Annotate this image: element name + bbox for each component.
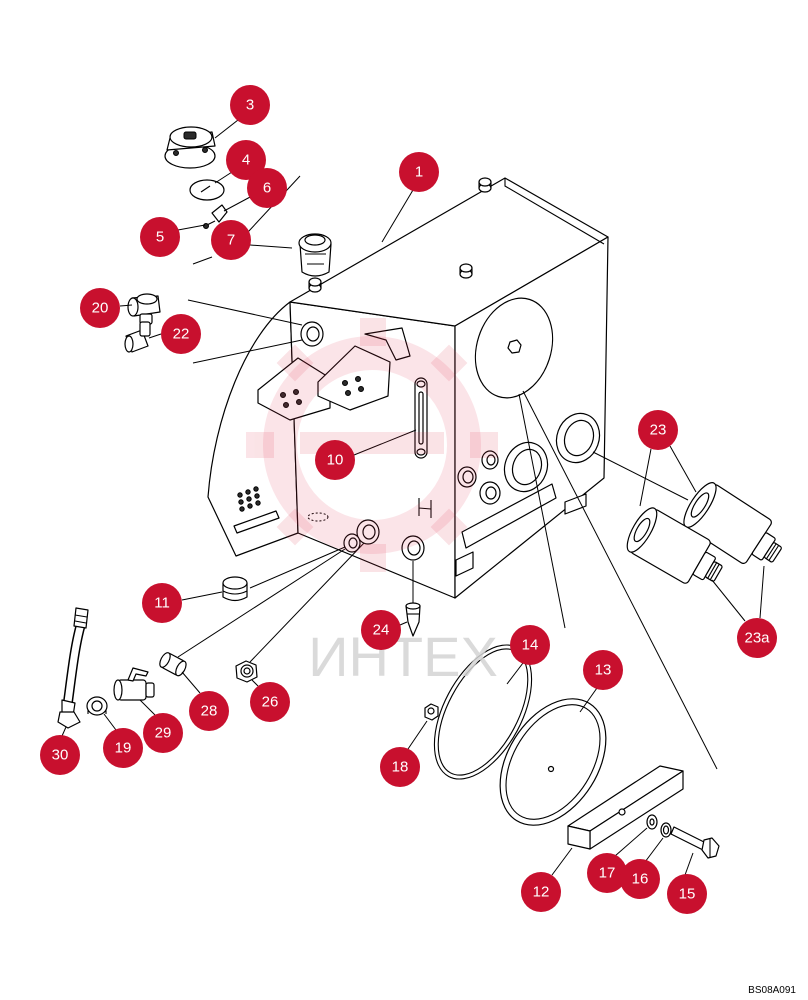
- elbow-fitting: [124, 321, 151, 353]
- callout-18: 18: [380, 747, 420, 787]
- ball-valve: [113, 667, 155, 701]
- plug: [222, 576, 248, 602]
- callout-30: 30: [40, 735, 80, 775]
- callout-7: 7: [211, 220, 251, 260]
- cover-nut: [424, 703, 439, 721]
- h-marking: [418, 498, 432, 518]
- svg-text:13: 13: [595, 662, 612, 679]
- filler-assembly: [298, 233, 332, 277]
- callout-19: 19: [103, 728, 143, 768]
- callout-23a: 23a: [737, 618, 777, 658]
- svg-text:17: 17: [599, 865, 616, 882]
- svg-text:29: 29: [155, 725, 172, 742]
- svg-text:23a: 23a: [744, 630, 770, 647]
- svg-text:16: 16: [632, 871, 649, 888]
- svg-text:12: 12: [533, 884, 550, 901]
- callout-10: 10: [315, 440, 355, 480]
- svg-text:10: 10: [327, 452, 344, 469]
- tube-nipple: [159, 652, 187, 677]
- side-panel-holes: [237, 486, 261, 512]
- watermark-text: ИНТЕХ: [308, 625, 498, 688]
- tank-top-bolt: [459, 263, 473, 279]
- callout-1: 1: [399, 152, 439, 192]
- straight-fitting: [127, 293, 161, 325]
- watermark-logo: [246, 318, 498, 572]
- filler-port: [300, 321, 324, 347]
- hidden-port-outline: [307, 512, 329, 522]
- svg-text:22: 22: [173, 326, 190, 343]
- svg-text:11: 11: [154, 595, 170, 612]
- breather-cap: [164, 126, 216, 169]
- svg-text:5: 5: [156, 229, 164, 246]
- callouts: 3 4 6 5 7 1 20 22 10 23 23a 11 24 14 13 …: [40, 85, 777, 914]
- suction-port: [356, 519, 380, 545]
- svg-text:23: 23: [650, 422, 667, 439]
- svg-text:20: 20: [92, 300, 109, 317]
- svg-text:14: 14: [522, 637, 539, 654]
- hex-bolt: [670, 826, 720, 859]
- side-panel-slot: [233, 510, 280, 534]
- adapter-fitting: [235, 660, 258, 683]
- hydraulic-hose: [57, 607, 89, 729]
- return-port: [343, 533, 361, 553]
- callout-15: 15: [667, 874, 707, 914]
- callout-26: 26: [250, 682, 290, 722]
- lock-washer: [646, 814, 658, 830]
- sight-gauge: [414, 377, 428, 459]
- retaining-clip: [211, 204, 228, 223]
- callout-16: 16: [620, 859, 660, 899]
- callout-4: 4: [226, 140, 266, 180]
- tank-top-bolt: [308, 277, 322, 293]
- hex-nut: [86, 696, 108, 716]
- filter-port-upper: [555, 412, 601, 464]
- hydraulic-tank: [207, 177, 609, 599]
- callout-17: 17: [587, 853, 627, 893]
- callout-12: 12: [521, 872, 561, 912]
- clamp-bar: [567, 765, 684, 850]
- filter-port-lower: [503, 441, 549, 493]
- svg-text:7: 7: [227, 232, 235, 249]
- svg-text:15: 15: [679, 886, 696, 903]
- filter-cartridge: [626, 507, 723, 584]
- svg-text:1: 1: [415, 164, 423, 181]
- svg-text:18: 18: [392, 759, 409, 776]
- screw: [203, 220, 216, 229]
- cover-plate: [499, 698, 607, 826]
- filter-cartridge: [683, 482, 782, 564]
- callout-20: 20: [80, 288, 120, 328]
- callout-23: 23: [638, 410, 678, 450]
- inspection-cover-opening: [474, 297, 554, 399]
- leader-lines: [61, 119, 765, 876]
- svg-text:26: 26: [262, 694, 279, 711]
- callout-5: 5: [140, 217, 180, 257]
- callout-13: 13: [583, 650, 623, 690]
- mounting-bracket-right: [317, 345, 391, 411]
- callout-3: 3: [230, 85, 270, 125]
- mounting-rail: [455, 483, 587, 577]
- svg-text:19: 19: [115, 740, 132, 757]
- drain-port: [401, 535, 425, 561]
- mounting-bracket-left: [257, 357, 331, 421]
- svg-text:3: 3: [246, 97, 254, 114]
- tank-top-bolt: [478, 177, 492, 193]
- seal-ring: [660, 822, 672, 838]
- gasket-disk: [189, 179, 225, 201]
- callout-14: 14: [510, 625, 550, 665]
- svg-text:28: 28: [201, 703, 218, 720]
- right-face-small-ports: [457, 450, 501, 505]
- drawing-code: BS08A091: [748, 985, 796, 996]
- svg-text:4: 4: [242, 152, 250, 169]
- svg-text:6: 6: [263, 180, 271, 197]
- callout-24: 24: [361, 610, 401, 650]
- callout-29: 29: [143, 713, 183, 753]
- svg-text:24: 24: [373, 622, 390, 639]
- callout-6: 6: [247, 168, 287, 208]
- callout-28: 28: [189, 691, 229, 731]
- svg-text:30: 30: [52, 747, 69, 764]
- callout-11: 11: [142, 583, 182, 623]
- callout-22: 22: [161, 314, 201, 354]
- top-bracket-lip: [364, 327, 411, 361]
